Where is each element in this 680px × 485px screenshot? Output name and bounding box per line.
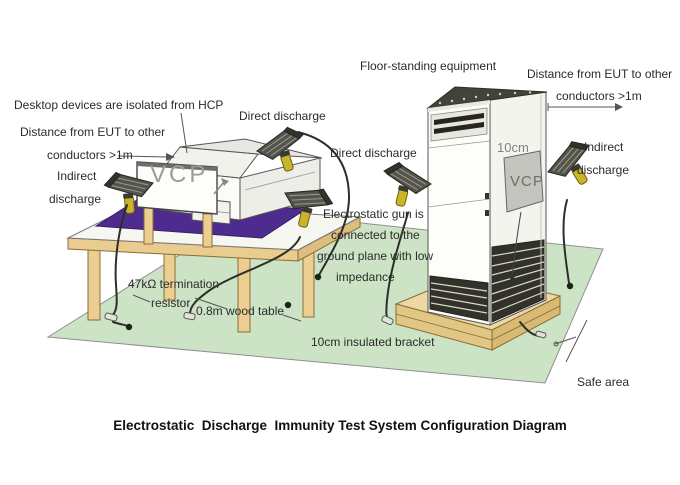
label-wood-table: 0.8m wood table bbox=[196, 304, 285, 318]
label-distance-left-1: Distance from EUT to other bbox=[20, 125, 166, 139]
label-10cm-gap: 10cm bbox=[497, 140, 529, 155]
label-direct-discharge-top: Direct discharge bbox=[239, 109, 326, 123]
cables bbox=[104, 131, 574, 339]
esd-gun-middle bbox=[380, 160, 434, 210]
label-vcp-table: VCP bbox=[150, 161, 209, 188]
vcp-panel-table bbox=[136, 161, 229, 248]
label-gun-ground-4: impedance bbox=[336, 270, 395, 284]
label-insulated-bracket: 10cm insulated bracket bbox=[311, 335, 435, 349]
label-distance-right-2: conductors >1m bbox=[556, 89, 642, 103]
label-distance-right-1: Distance from EUT to other bbox=[527, 67, 673, 81]
label-gun-ground-2: connected to the bbox=[331, 228, 420, 242]
label-vcp-cabinet: VCP bbox=[510, 173, 544, 190]
label-direct-discharge-mid: Direct discharge bbox=[330, 146, 417, 160]
label-resistor-2: resistor bbox=[151, 296, 191, 310]
label-indirect-right-1: Indirect bbox=[584, 140, 624, 154]
label-desktop-isolated: Desktop devices are isolated from HCP bbox=[14, 98, 224, 112]
label-gun-ground-1: Electrostatic gun is bbox=[323, 207, 424, 221]
label-floor-standing: Floor-standing equipment bbox=[360, 59, 497, 73]
floor-standing-equipment bbox=[426, 86, 548, 326]
label-distance-left-2: conductors >1m bbox=[47, 148, 133, 162]
label-resistor-1: 47kΩ termination bbox=[128, 277, 220, 291]
label-gun-ground-3: ground plane with low bbox=[317, 249, 434, 263]
diagram-title: Electrostatic Discharge Immunity Test Sy… bbox=[113, 418, 567, 433]
label-indirect-right-2: discharge bbox=[577, 163, 630, 177]
label-indirect-left-1: Indirect bbox=[57, 169, 97, 183]
vcp-plate-cabinet bbox=[503, 150, 544, 280]
label-safe-area: Safe area bbox=[577, 375, 630, 389]
label-indirect-left-2: discharge bbox=[49, 192, 102, 206]
pointer-lines bbox=[117, 103, 623, 363]
